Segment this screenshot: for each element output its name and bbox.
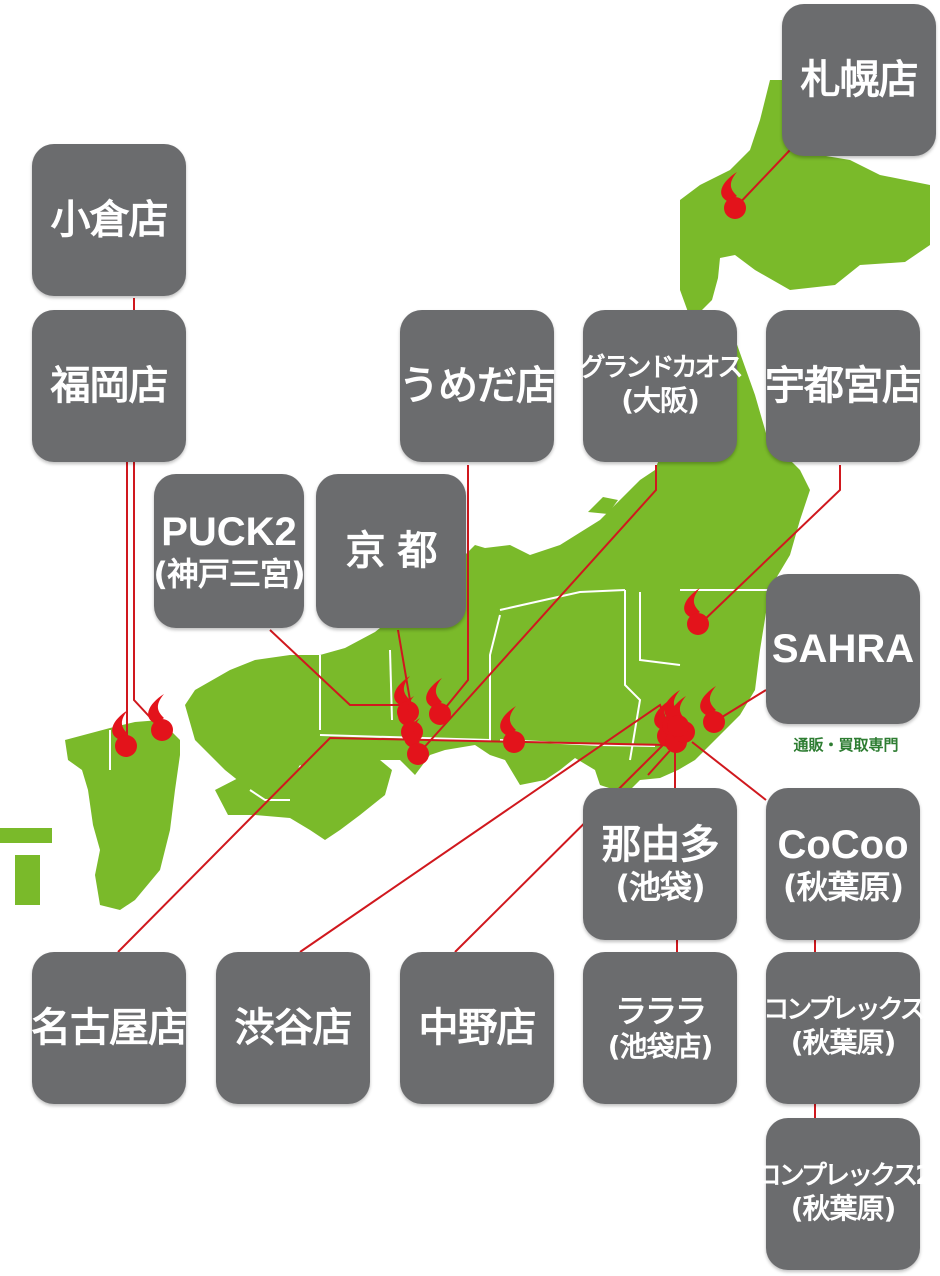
- tsushima: [0, 828, 52, 843]
- location-pin-icon[interactable]: [721, 172, 746, 219]
- location-pin-icon[interactable]: [664, 690, 689, 737]
- sado: [588, 497, 618, 514]
- store-location: (秋葉原): [790, 1192, 897, 1226]
- store-name: PUCK2: [161, 509, 297, 554]
- hokkaido: [680, 80, 930, 312]
- store-nayuta[interactable]: 那由多 (池袋): [583, 788, 737, 940]
- location-pin-icon[interactable]: [112, 710, 137, 757]
- store-name: ラララ: [614, 991, 707, 1030]
- connector-umeda: [441, 465, 469, 713]
- store-name: 宇都宮店: [765, 363, 922, 409]
- store-puck2[interactable]: PUCK2 (神戸三宮): [153, 474, 306, 628]
- store-grand-chaos[interactable]: グランドカオス (大阪): [580, 310, 744, 462]
- store-location: (大阪): [621, 384, 700, 418]
- store-rarara[interactable]: ラララ (池袋店): [583, 952, 737, 1104]
- store-name: 渋谷店: [234, 1005, 353, 1051]
- connector-lines: [117, 149, 841, 1118]
- store-location: (神戸三宮): [153, 554, 305, 593]
- connector-cocoo: [691, 741, 767, 801]
- connector-grand-chaos: [419, 465, 657, 753]
- location-pin-icon[interactable]: [426, 678, 451, 725]
- store-umeda[interactable]: うめだ店: [399, 310, 556, 462]
- goto-island: [15, 855, 40, 905]
- store-name: 京 都: [345, 528, 438, 574]
- store-location: (池袋): [615, 867, 705, 906]
- store-complex[interactable]: コンプレックス (秋葉原): [763, 952, 926, 1104]
- store-name: グランドカオス: [579, 353, 744, 384]
- store-sapporo[interactable]: 札幌店: [782, 4, 936, 156]
- store-name: 福岡店: [50, 363, 169, 409]
- store-nagoya[interactable]: 名古屋店: [31, 952, 188, 1104]
- store-kokura[interactable]: 小倉店: [32, 144, 186, 296]
- kyushu: [65, 720, 180, 910]
- location-pin-icon[interactable]: [148, 694, 173, 741]
- store-markers: [112, 172, 746, 765]
- store-name: 那由多: [601, 821, 720, 868]
- store-location: (池袋店): [607, 1029, 714, 1063]
- connector-nagoya: [117, 736, 669, 953]
- connector-utsunomiya: [699, 465, 841, 625]
- store-fukuoka[interactable]: 福岡店: [32, 310, 186, 462]
- store-name: 名古屋店: [31, 1005, 188, 1051]
- store-name: SAHRA: [771, 627, 915, 671]
- store-name: 中野店: [418, 1005, 537, 1051]
- store-name: コンプレックス: [763, 995, 925, 1026]
- location-pin-icon[interactable]: [500, 706, 525, 753]
- store-location: (秋葉原): [782, 867, 904, 906]
- store-nakano[interactable]: 中野店: [400, 952, 554, 1104]
- store-name: うめだ店: [399, 363, 556, 409]
- connector-sapporo: [734, 149, 791, 209]
- land-masses: [0, 80, 930, 910]
- connector-puck2: [269, 629, 408, 706]
- store-utsunomiya[interactable]: 宇都宮店: [765, 310, 922, 462]
- store-name: CoCoo: [777, 822, 909, 867]
- connector-nakano: [454, 737, 671, 953]
- store-location: (秋葉原): [790, 1026, 897, 1060]
- honshu: [185, 312, 810, 790]
- store-shibuya[interactable]: 渋谷店: [216, 952, 370, 1104]
- location-pin-icon[interactable]: [700, 686, 725, 733]
- store-name: コンプレックス2: [755, 1161, 934, 1192]
- store-name: 札幌店: [800, 57, 919, 103]
- location-pin-icon[interactable]: [404, 718, 429, 765]
- connector-kyoto: [397, 629, 413, 713]
- store-cocoo[interactable]: CoCoo (秋葉原): [766, 788, 920, 940]
- store-complex2[interactable]: コンプレックス2 (秋葉原): [756, 1118, 933, 1270]
- shikoku: [215, 758, 392, 840]
- store-sahra[interactable]: SAHRA: [766, 574, 920, 724]
- sahra-note: 通販・買取専門: [793, 736, 899, 754]
- store-name: 小倉店: [50, 197, 169, 243]
- store-kyoto[interactable]: 京 都: [316, 474, 466, 628]
- location-pin-icon[interactable]: [684, 588, 709, 635]
